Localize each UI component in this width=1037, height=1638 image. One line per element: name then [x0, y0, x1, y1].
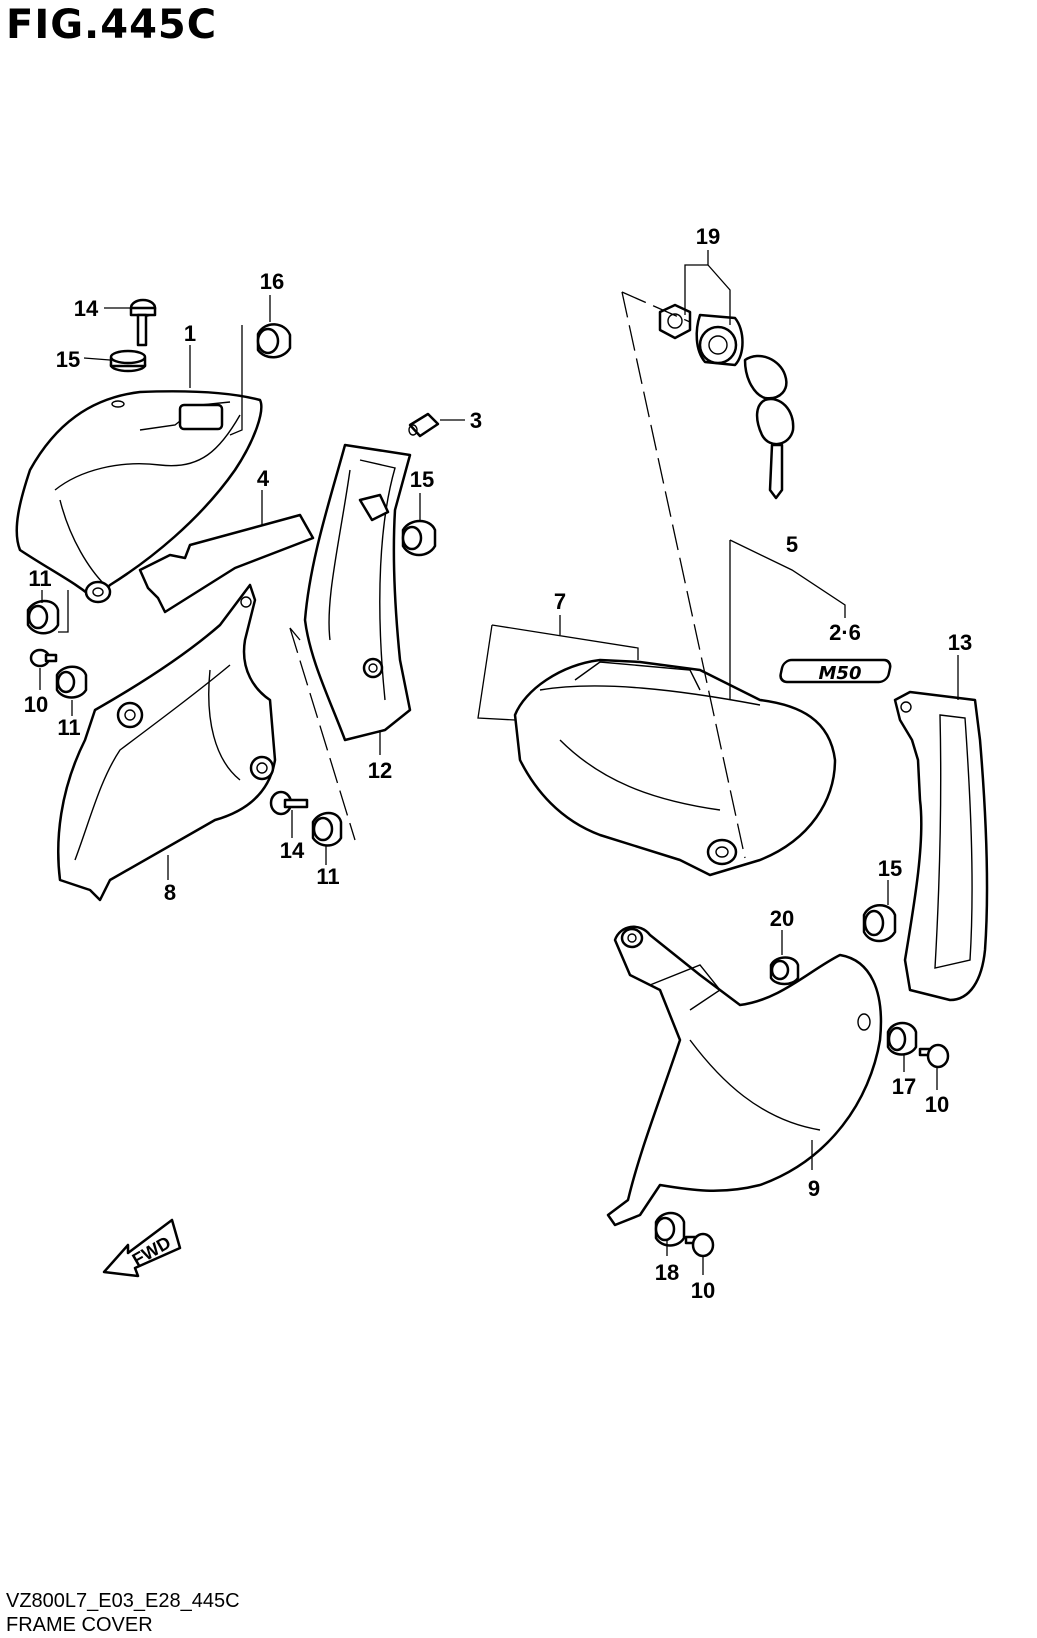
part-19-lock-set [658, 303, 795, 500]
callout-5: 5 [786, 532, 798, 557]
grommet-16 [256, 323, 292, 359]
callout-10: 10 [691, 1278, 715, 1303]
callout-19: 19 [696, 224, 720, 249]
grommet-17 [886, 1021, 918, 1056]
fwd-direction-arrow: FWD [102, 1218, 182, 1278]
part-13-right-bracket [893, 690, 989, 1002]
callout-11: 11 [316, 864, 339, 889]
callout-8: 8 [164, 880, 176, 905]
callout-10: 10 [24, 692, 48, 717]
callout-2-6: 2·6 [829, 620, 861, 645]
grommet-20 [769, 956, 800, 986]
part-4-bracket [138, 513, 315, 614]
grommet-11-left [26, 599, 60, 635]
callout-12: 12 [368, 758, 392, 783]
part-1-upper-cover [15, 390, 263, 604]
grommet-11-mid [311, 811, 343, 847]
callout-11: 11 [28, 566, 51, 591]
callout-13: 13 [948, 630, 972, 655]
callout-11: 11 [57, 715, 80, 740]
callout-labels: 14 15 1 16 3 15 4 11 10 11 12 14 11 8 19… [24, 224, 972, 1303]
figure-title: FIG.445C [6, 2, 218, 48]
collar-3 [408, 412, 440, 438]
bolt-14-top [129, 298, 157, 347]
callout-1: 1 [184, 321, 196, 346]
callout-9: 9 [808, 1176, 820, 1201]
callout-3: 3 [470, 408, 482, 433]
emblem-label: M50 [819, 663, 862, 684]
screw-10-left [29, 648, 58, 668]
grommet-11-left-2 [55, 665, 88, 699]
callout-15: 15 [56, 347, 80, 372]
grommet-18 [654, 1211, 686, 1247]
grommet-15-top [109, 349, 147, 373]
leader-lines [39, 250, 959, 1275]
diagram-code: VZ800L7_E03_E28_445C [6, 1590, 240, 1612]
callout-15: 15 [410, 467, 434, 492]
grommet-15-mid [401, 519, 437, 557]
callout-15: 15 [878, 856, 902, 881]
bolt-14-mid [269, 790, 309, 816]
callout-20: 20 [770, 906, 794, 931]
part-8-lower-cover [57, 583, 277, 902]
part-7-right-cover [513, 658, 837, 877]
part-12-vertical-bracket [303, 443, 412, 742]
emblem-m50: M50 [779, 658, 892, 684]
callout-14: 14 [74, 296, 99, 321]
screw-10-right [918, 1043, 950, 1069]
callout-18: 18 [655, 1260, 679, 1285]
callout-7: 7 [554, 589, 566, 614]
callout-16: 16 [260, 269, 284, 294]
part-9-lower-right-cover [606, 925, 883, 1227]
callout-4: 4 [257, 466, 270, 491]
callout-17: 17 [892, 1074, 916, 1099]
screw-10-bottom [684, 1232, 715, 1258]
callout-10: 10 [925, 1092, 949, 1117]
diagram-name: FRAME COVER [6, 1614, 153, 1636]
grommet-15-right [862, 904, 897, 943]
callout-14: 14 [280, 838, 305, 863]
